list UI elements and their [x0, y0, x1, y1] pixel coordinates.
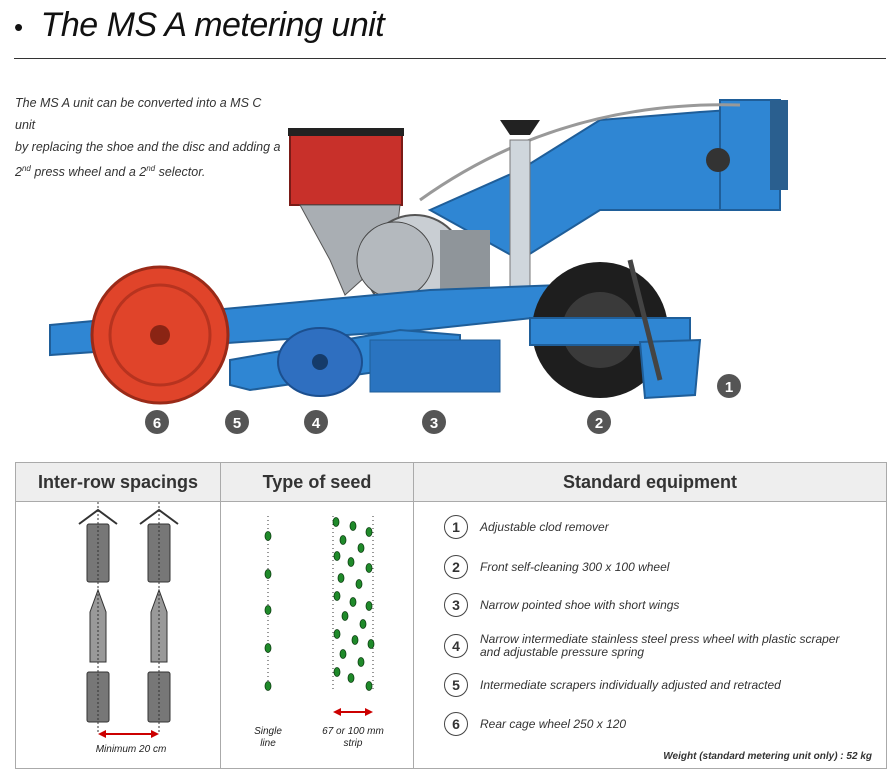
part-label-3: 3	[430, 415, 438, 432]
header-equipment: Standard equipment	[413, 462, 887, 502]
seed-cell: Single line 67 or 100 mm strip	[220, 501, 414, 769]
equipment-item-3: 3 Narrow pointed shoe with short wings	[444, 590, 860, 620]
title-rule	[14, 58, 886, 59]
equipment-text-4: Narrow intermediate stainless steel pres…	[480, 632, 840, 659]
metering-unit-illustration: 6 5 4 3 2 1	[49, 99, 788, 434]
equipment-item-2: 2 Front self-cleaning 300 x 100 wheel	[444, 552, 860, 582]
part-label-4: 4	[312, 415, 321, 432]
part-label-6: 6	[153, 415, 161, 432]
seed-pattern-diagram	[264, 516, 375, 716]
header-spacings: Inter-row spacings	[15, 462, 221, 502]
equipment-text-5: Intermediate scrapers individually adjus…	[480, 677, 781, 692]
spacing-caption: Minimum 20 cm	[95, 744, 167, 755]
intro-line-2: by replacing the shoe and the disc and a…	[15, 140, 281, 154]
part-badge-2	[587, 410, 611, 434]
equipment-number-5: 5	[444, 673, 468, 697]
equipment-number-4: 4	[444, 634, 468, 658]
part-badge-1	[717, 374, 741, 398]
spacings-cell: Minimum 20 cm	[15, 501, 221, 769]
weight-note: Weight (standard metering unit only) : 5…	[663, 751, 872, 762]
equipment-number-6: 6	[444, 712, 468, 736]
part-badge-6	[145, 410, 169, 434]
equipment-number-1: 1	[444, 515, 468, 539]
page-title: • The MS A metering unit	[14, 6, 385, 45]
intro-text: The MS A unit can be converted into a MS…	[15, 92, 285, 183]
part-badges: 6 5 4 3 2 1	[145, 374, 741, 434]
part-label-5: 5	[233, 415, 241, 432]
title-text: The MS A metering unit	[40, 6, 385, 44]
title-bullet: •	[14, 11, 23, 42]
equipment-text-1: Adjustable clod remover	[480, 519, 609, 534]
single-line-caption: Single line	[254, 726, 282, 749]
part-badge-3	[422, 410, 446, 434]
part-badge-5	[225, 410, 249, 434]
intro-line-3: 2nd press wheel and a 2nd selector.	[15, 164, 206, 180]
equipment-item-5: 5 Intermediate scrapers individually adj…	[444, 670, 860, 700]
equipment-cell: 1 Adjustable clod remover 2 Front self-c…	[413, 501, 887, 769]
equipment-text-3: Narrow pointed shoe with short wings	[480, 597, 680, 612]
row-spacing-diagram	[78, 502, 179, 738]
strip-caption: 67 or 100 mm strip	[322, 726, 384, 749]
equipment-item-6: 6 Rear cage wheel 250 x 120	[444, 709, 860, 739]
spec-table: Inter-row spacings Type of seed Standard…	[15, 462, 887, 769]
equipment-text-6: Rear cage wheel 250 x 120	[480, 716, 627, 731]
equipment-number-2: 2	[444, 555, 468, 579]
part-label-2: 2	[595, 415, 603, 432]
part-badge-4	[304, 410, 328, 434]
equipment-item-1: 1 Adjustable clod remover	[444, 512, 860, 542]
header-seed: Type of seed	[220, 462, 414, 502]
intro-line-1: The MS A unit can be converted into a MS…	[15, 96, 262, 132]
equipment-text-2: Front self-cleaning 300 x 100 wheel	[480, 559, 670, 574]
part-label-1: 1	[725, 379, 733, 396]
equipment-item-4: 4 Narrow intermediate stainless steel pr…	[444, 628, 860, 664]
equipment-number-3: 3	[444, 593, 468, 617]
